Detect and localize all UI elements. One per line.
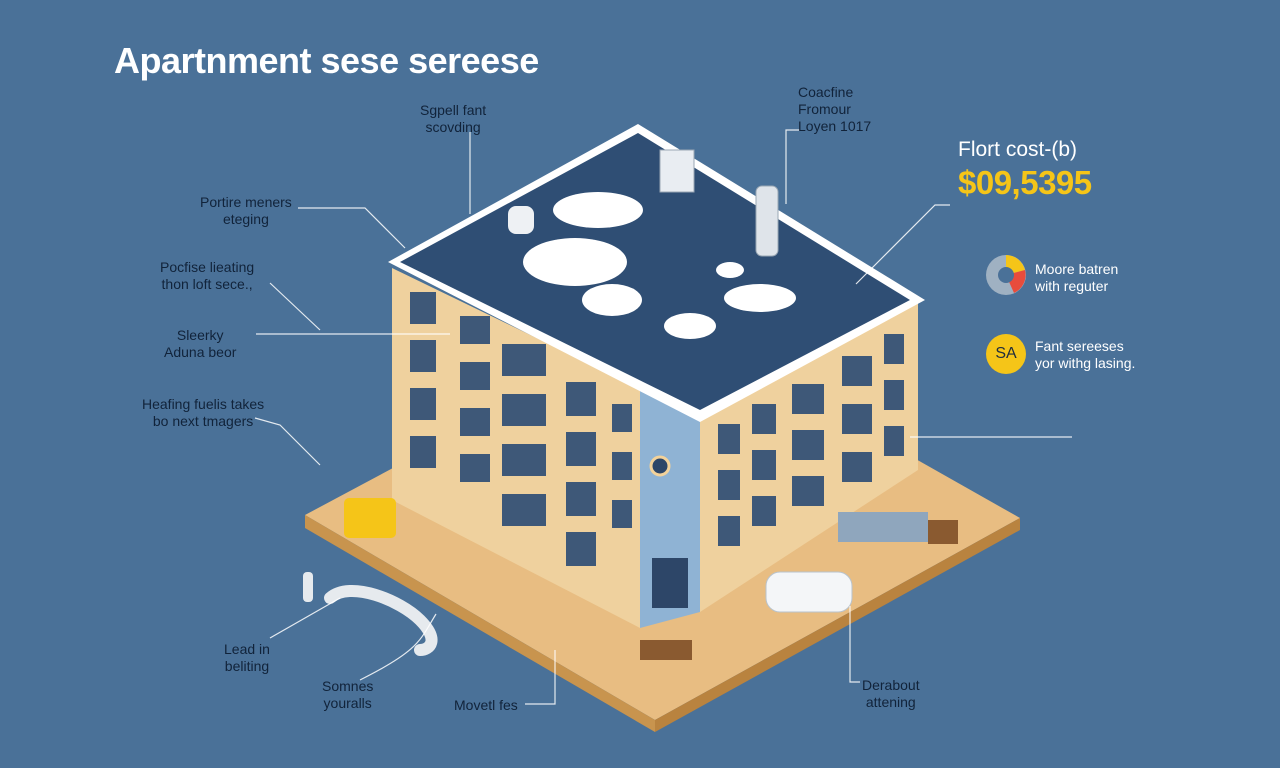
cost-label: Flort cost-(b) [958, 138, 1078, 161]
callout-line: Sleerky [176, 327, 224, 343]
callout-healing: Heafing fuelis takes bo next tmagers [142, 396, 264, 430]
snow-patch [664, 313, 716, 339]
platform-edge-left [305, 515, 655, 732]
callout-line: eteging [222, 211, 269, 227]
leader-line [785, 129, 800, 204]
legend-pie-text: Moore batren with reguter [1035, 261, 1118, 295]
page-title: Apartnment sese sereese [114, 40, 539, 81]
callout-line: Coacfine [798, 84, 854, 100]
parked-car [765, 571, 853, 613]
snow-patch [523, 238, 627, 286]
callout-line: youralls [323, 695, 372, 711]
snow-patch [724, 284, 796, 312]
leader-line [298, 207, 406, 249]
roof-chimney [755, 185, 779, 257]
leader-line [849, 606, 860, 683]
snow-patch [716, 262, 744, 278]
legend-line: Moore batren [1035, 261, 1119, 277]
sa-badge: SA [986, 334, 1026, 374]
callout-line: Heafing fuelis takes [142, 396, 265, 412]
callout-line: Aduna beor [164, 344, 237, 360]
callout-line: Movetl fes [454, 697, 518, 713]
crate [928, 520, 958, 544]
callout-somnes: Somnes youralls [322, 678, 373, 712]
callout-line: Portire meners [200, 194, 292, 210]
callout-line: Fromour [798, 101, 851, 117]
pipe [324, 584, 438, 656]
callout-line: Sgpell fant [420, 102, 487, 118]
callout-line: beliting [224, 658, 270, 674]
callout-line: Derabout [862, 677, 920, 693]
callout-line: attening [865, 694, 916, 710]
callout-line: Somnes [322, 678, 374, 694]
leader-line [525, 650, 556, 705]
pie-chart-icon [986, 255, 1026, 295]
legend-badge-text: Fant sereeses yor withg lasing. [1035, 338, 1135, 372]
leader-line [254, 417, 321, 466]
callout-lead-in: Lead in beliting [224, 641, 270, 675]
park-bench [640, 640, 692, 660]
roof [400, 133, 910, 410]
legend-line: with reguter [1035, 278, 1109, 294]
callout-spell-font: Sgpell fant scovding [420, 102, 486, 136]
snow-patch [582, 284, 642, 316]
callout-line: Pocfise lieating [160, 259, 255, 275]
delivery-van [344, 498, 396, 538]
cost-value: $09,5395 [958, 164, 1092, 201]
callout-line: Lead in [224, 641, 270, 657]
callout-derabout: Derabout attening [862, 677, 920, 711]
callout-coactine: Coacfine Fromour Loyen 1017 [798, 84, 871, 135]
round-window [649, 455, 671, 477]
legend-line: yor withg lasing. [1035, 355, 1136, 371]
leader-line [269, 597, 341, 639]
roof-hvac-unit [659, 149, 695, 193]
roof-tank [508, 206, 534, 234]
legend-line: Fant sereeses [1035, 338, 1124, 354]
entrance-door [652, 558, 688, 608]
callout-movetl: Movetl fes [454, 697, 518, 714]
bench-rack [838, 512, 928, 542]
callout-sleerky: Sleerky Aduna beor [164, 327, 236, 361]
platform-edge-right [655, 518, 1020, 732]
callout-line: scovding [425, 119, 481, 135]
callout-line: Loyen 1017 [798, 118, 872, 134]
callout-portire: Portire meners eteging [200, 194, 292, 228]
snow-patch [553, 192, 643, 228]
leader-line [269, 282, 321, 331]
callout-line: bo next tmagers [152, 413, 254, 429]
leader-line [359, 613, 437, 681]
callout-pocfise: Pocfise lieating thon loft sece., [160, 259, 254, 293]
callout-line: thon loft sece., [161, 276, 253, 292]
leader-line [855, 204, 950, 285]
pipe-post [303, 572, 313, 602]
